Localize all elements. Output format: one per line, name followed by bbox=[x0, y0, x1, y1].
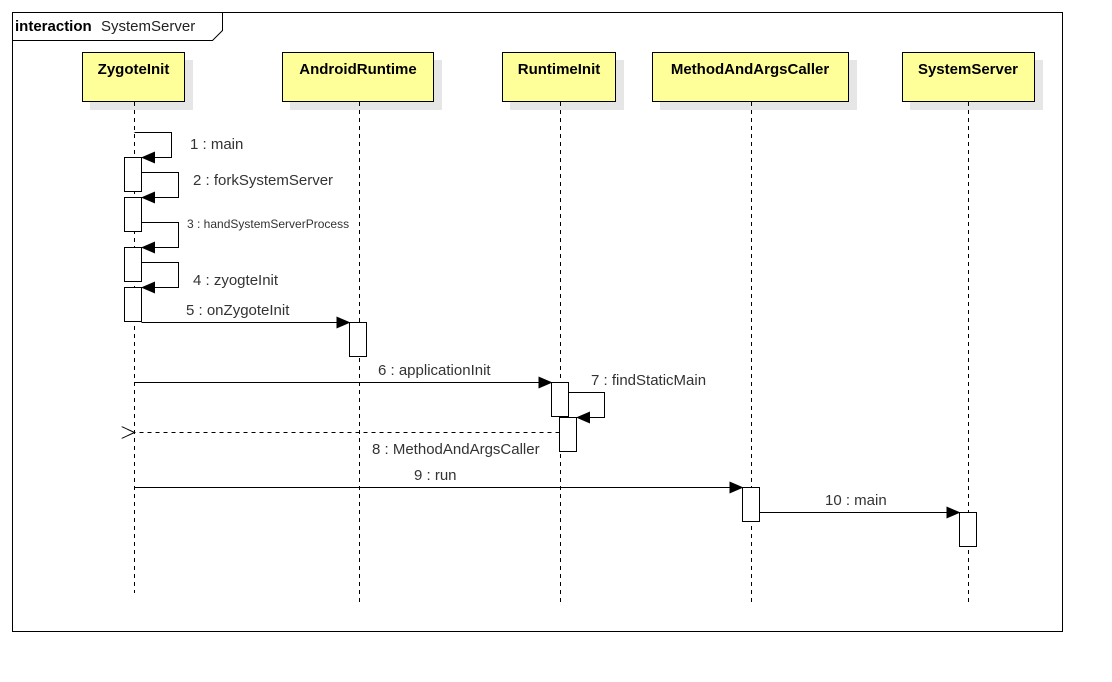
activation-maac bbox=[742, 487, 760, 522]
lifeline-sysserver: SystemServer bbox=[902, 52, 1043, 602]
message-4-label: 4 : zyogteInit bbox=[193, 272, 279, 289]
message-8: 8 : MethodAndArgsCaller bbox=[135, 433, 560, 458]
message-9: 9 : run bbox=[134, 467, 744, 494]
interaction-frame bbox=[12, 12, 1063, 632]
message-6-label: 6 : applicationInit bbox=[378, 362, 491, 379]
message-3-label: 3 : handSystemServerProcess bbox=[187, 217, 349, 231]
frame-keyword: interaction bbox=[15, 18, 92, 35]
lifeline-runtime-name: AndroidRuntime bbox=[299, 61, 417, 78]
message-1: 1 : main bbox=[134, 132, 243, 164]
activation-rtinit-2 bbox=[559, 417, 577, 452]
activation-zygote-4 bbox=[124, 287, 142, 322]
message-1-label: 1 : main bbox=[190, 136, 243, 153]
lifeline-sysserver-name: SystemServer bbox=[918, 61, 1018, 78]
activation-runtime bbox=[349, 322, 367, 357]
message-7-label: 7 : findStaticMain bbox=[591, 372, 706, 389]
message-8-label: 8 : MethodAndArgsCaller bbox=[372, 441, 540, 458]
message-6: 6 : applicationInit bbox=[134, 362, 553, 389]
message-10-label: 10 : main bbox=[825, 492, 887, 509]
lifeline-zygote-name: ZygoteInit bbox=[98, 61, 170, 78]
lifeline-runtime: AndroidRuntime bbox=[282, 52, 442, 602]
activation-zygote-3 bbox=[124, 247, 142, 282]
message-5-label: 5 : onZygoteInit bbox=[186, 302, 290, 319]
message-4: 4 : zyogteInit bbox=[141, 262, 279, 294]
lifeline-rtinit: RuntimeInit bbox=[502, 52, 624, 602]
frame-name: SystemServer bbox=[101, 18, 195, 35]
frame-label-tab bbox=[12, 12, 223, 41]
lifeline-maac-name: MethodAndArgsCaller bbox=[671, 61, 830, 78]
message-2-label: 2 : forkSystemServer bbox=[193, 172, 333, 189]
message-7: 7 : findStaticMain bbox=[568, 372, 706, 424]
lifeline-rtinit-name: RuntimeInit bbox=[518, 61, 601, 78]
lifeline-maac: MethodAndArgsCaller bbox=[652, 52, 857, 602]
message-9-label: 9 : run bbox=[414, 467, 457, 484]
activation-sysserver bbox=[959, 512, 977, 547]
lifeline-zygote: ZygoteInit bbox=[82, 52, 193, 593]
message-2: 2 : forkSystemServer bbox=[141, 172, 333, 204]
activation-zygote-2 bbox=[124, 197, 142, 232]
message-5: 5 : onZygoteInit bbox=[141, 302, 351, 329]
activation-rtinit-1 bbox=[551, 382, 569, 417]
activation-zygote-1 bbox=[124, 157, 142, 192]
message-3: 3 : handSystemServerProcess bbox=[141, 217, 349, 254]
message-10: 10 : main bbox=[759, 492, 961, 519]
